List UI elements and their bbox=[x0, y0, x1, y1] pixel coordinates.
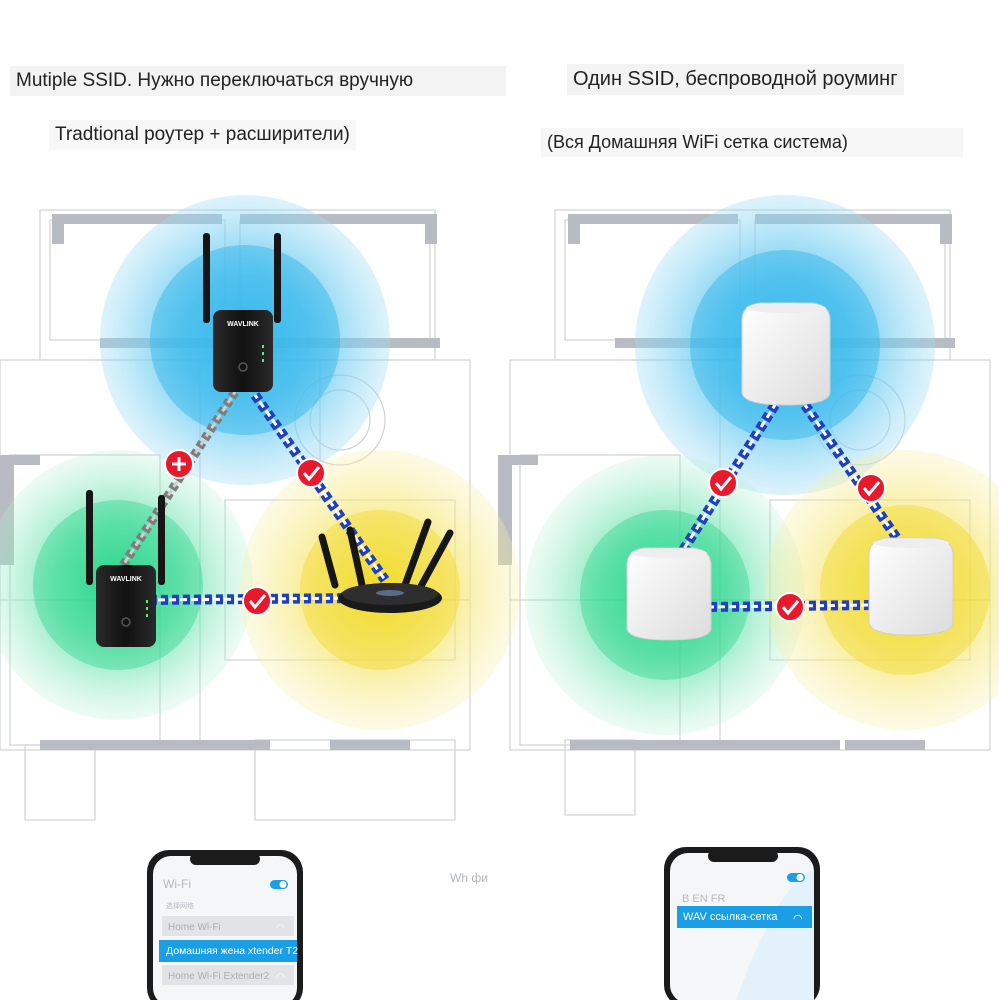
left-phone-header: Wi-Fi bbox=[163, 877, 191, 891]
left-bottom-extender: WAVLINK bbox=[86, 490, 165, 647]
wifi-icon: ◠ bbox=[793, 912, 803, 925]
wifi-icon: ◠ bbox=[276, 972, 285, 983]
left-failed-badge bbox=[164, 449, 194, 479]
right-check-badge-right bbox=[856, 473, 886, 503]
left-link-top-to-bottom-failed bbox=[116, 389, 239, 573]
left-phone-section: 选择网络 bbox=[166, 901, 194, 910]
right-phone-network-label: WAV ссылка-сетка bbox=[683, 911, 778, 923]
right-phone-network[interactable] bbox=[677, 906, 812, 928]
right-check-badge-bottom bbox=[775, 592, 805, 622]
left-phone: Wi-Fi 选择网络 Home Wi-Fi ◠ Домашняя жена xt… bbox=[147, 850, 303, 1000]
right-phone: B EN FR WAV ссылка-сетка ◠ bbox=[664, 847, 820, 1000]
left-phone-network-1-label: Домашняя жена xtender T2 bbox=[166, 945, 298, 957]
left-phone-network-0-label: Home Wi-Fi bbox=[168, 922, 221, 933]
left-bottom-extender-brand: WAVLINK bbox=[110, 576, 142, 583]
right-mesh-node-top bbox=[741, 302, 831, 406]
right-mesh-node-right bbox=[868, 537, 954, 636]
left-top-extender-brand: WAVLINK bbox=[227, 321, 259, 328]
faded-note: Wh фи bbox=[450, 871, 488, 885]
left-phone-network-2-label: Home Wi-Fi Extender2 bbox=[168, 971, 270, 982]
left-top-extender: WAVLINK bbox=[203, 233, 281, 392]
right-title-line2: (Вся Домашняя WiFi сетка система) bbox=[541, 128, 963, 157]
left-check-badge-bottom bbox=[242, 586, 272, 616]
left-title-line1: Mutiple SSID. Нужно переключаться вручну… bbox=[10, 66, 506, 96]
left-phone-network-0[interactable] bbox=[162, 916, 294, 936]
left-phone-network-1[interactable] bbox=[159, 940, 297, 962]
right-check-badge-left bbox=[708, 468, 738, 498]
right-mesh-node-left bbox=[626, 547, 712, 641]
left-main-router bbox=[318, 518, 454, 613]
left-check-badge-top bbox=[296, 458, 326, 488]
wifi-icon: ◠ bbox=[276, 923, 285, 934]
right-title-line1: Один SSID, беспроводной роуминг bbox=[567, 64, 904, 95]
left-title-line2: Tradtional роутер + расширители) bbox=[49, 120, 356, 150]
right-phone-langs: B EN FR bbox=[682, 893, 725, 905]
left-phone-network-2[interactable] bbox=[162, 965, 294, 985]
